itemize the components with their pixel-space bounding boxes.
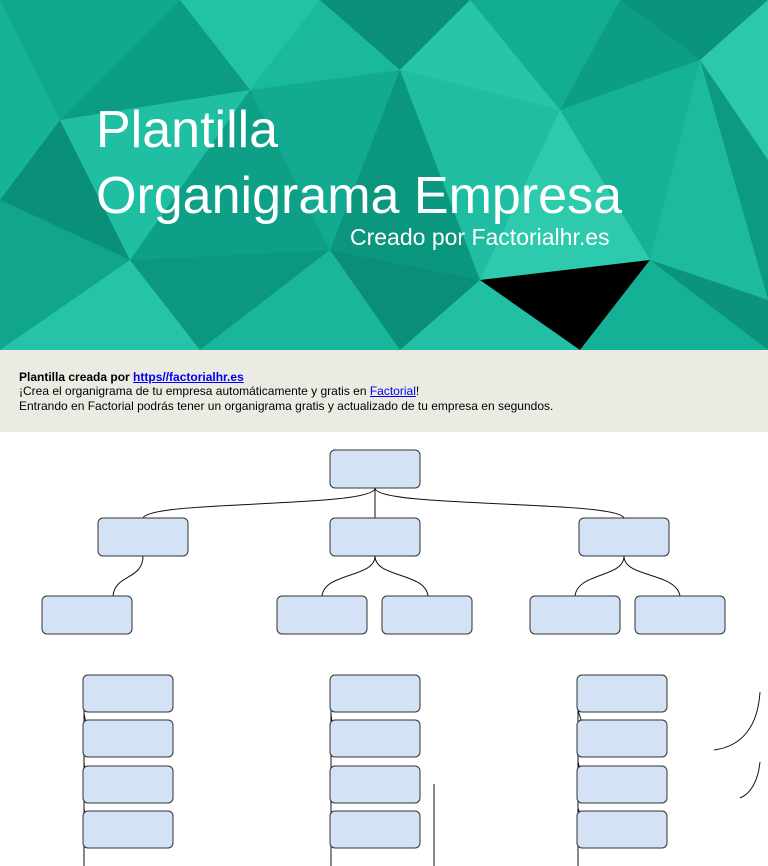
- org-box-member[interactable]: [82, 765, 174, 804]
- connector: [142, 487, 376, 519]
- credit-prefix: Plantilla creada por: [19, 370, 134, 384]
- org-box-team[interactable]: [276, 595, 368, 635]
- org-box-member[interactable]: [329, 765, 421, 804]
- org-box-department[interactable]: [97, 517, 189, 557]
- org-box-department[interactable]: [578, 517, 670, 557]
- org-box-team[interactable]: [529, 595, 621, 635]
- factorial-link[interactable]: Factorial: [369, 384, 416, 398]
- org-box-member[interactable]: [576, 674, 668, 713]
- connector: [112, 555, 144, 597]
- org-box-department[interactable]: [329, 517, 421, 557]
- org-box-team[interactable]: [41, 595, 133, 635]
- info-line-credit: Plantilla creada por https//factorialhr.…: [19, 370, 244, 384]
- org-box-member[interactable]: [82, 674, 174, 713]
- cta-suffix: !: [415, 384, 420, 398]
- connector: [374, 487, 625, 519]
- connector: [321, 555, 376, 597]
- connector: [623, 555, 681, 597]
- org-chart: [41, 449, 761, 866]
- connector: [574, 555, 625, 597]
- stack-center: [329, 674, 435, 866]
- banner-title-line-1: Plantilla: [96, 101, 279, 159]
- banner-title-line-2: Organigrama Empresa: [96, 167, 622, 225]
- polygon-background: [0, 0, 768, 350]
- connector: [713, 691, 761, 751]
- factorial-url-link[interactable]: https//factorialhr.es: [133, 370, 244, 384]
- info-line-cta: ¡Crea el organigrama de tu empresa autom…: [19, 384, 419, 398]
- cta-prefix: ¡Crea el organigrama de tu empresa autom…: [19, 384, 370, 398]
- connector: [739, 761, 761, 799]
- org-box-member[interactable]: [82, 719, 174, 758]
- org-box-team[interactable]: [381, 595, 473, 635]
- header-banner: Plantilla Organigrama Empresa Creado por…: [0, 0, 768, 350]
- org-box-team[interactable]: [634, 595, 726, 635]
- org-box-member[interactable]: [82, 810, 174, 849]
- banner-subtitle: Creado por Factorialhr.es: [350, 224, 610, 250]
- stack-right: [576, 674, 761, 866]
- info-line-description: Entrando en Factorial podrás tener un or…: [19, 399, 554, 413]
- stack-left: [82, 674, 174, 866]
- org-box-member[interactable]: [329, 674, 421, 713]
- org-box-member[interactable]: [576, 719, 668, 758]
- info-panel: Plantilla creada por https//factorialhr.…: [0, 350, 768, 432]
- connector: [374, 555, 429, 597]
- org-box-member[interactable]: [329, 719, 421, 758]
- org-box-member[interactable]: [576, 810, 668, 849]
- org-box-ceo[interactable]: [329, 449, 421, 489]
- org-box-member[interactable]: [329, 810, 421, 849]
- org-box-member[interactable]: [576, 765, 668, 804]
